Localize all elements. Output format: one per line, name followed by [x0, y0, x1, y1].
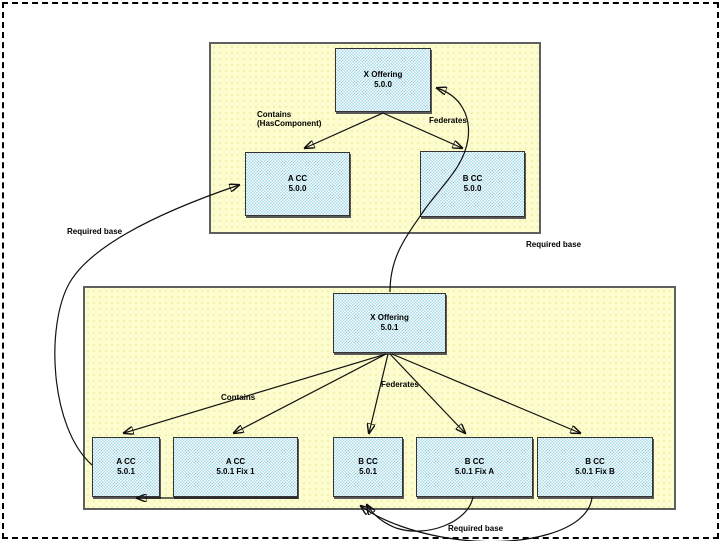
- node-version: 5.0.1 Fix A: [454, 467, 495, 476]
- node-version: 5.0.0: [374, 80, 392, 89]
- label-required-base-right: Required base: [526, 240, 582, 249]
- label-contains-bottom: Contains: [221, 393, 256, 402]
- node-a-cc-5-0-1: A CC 5.0.1: [92, 437, 160, 497]
- node-title: B CC: [585, 457, 605, 466]
- node-version: 5.0.1: [380, 323, 399, 332]
- node-version: 5.0.0: [288, 184, 307, 193]
- node-title: B CC: [358, 457, 378, 466]
- node-title: A CC: [287, 174, 308, 183]
- label-contains-hascomponent: Contains (HasComponent): [257, 110, 321, 128]
- label-line: Contains: [257, 110, 292, 119]
- node-version: 5.0.1 Fix 1: [216, 467, 255, 476]
- node-b-cc-5-0-1: B CC 5.0.1: [333, 437, 403, 497]
- label-required-base-left: Required base: [67, 227, 123, 236]
- node-title: A CC: [116, 457, 136, 466]
- node-a-cc-5-0-0: A CC 5.0.0: [245, 152, 350, 216]
- node-a-cc-5-0-1-fix-1: A CC 5.0.1 Fix 1: [173, 437, 298, 497]
- node-title: X Offering: [370, 313, 409, 322]
- node-b-cc-5-0-1-fix-b: B CC 5.0.1 Fix B: [537, 437, 653, 497]
- label-federates-bottom: Federates: [381, 380, 419, 389]
- node-title: A CC: [225, 457, 246, 466]
- node-title: B CC: [464, 457, 485, 466]
- node-version: 5.0.1: [359, 467, 377, 476]
- node-x-offering-5-0-0: X Offering 5.0.0: [335, 48, 431, 112]
- node-version: 5.0.0: [463, 184, 482, 193]
- label-required-base-bottom: Required base: [448, 524, 504, 533]
- node-version: 5.0.1: [117, 467, 135, 476]
- label-federates-top: Federates: [429, 116, 467, 125]
- node-x-offering-5-0-1: X Offering 5.0.1: [333, 293, 446, 353]
- node-title: X Offering: [363, 70, 403, 79]
- label-line: (HasComponent): [257, 119, 322, 128]
- node-b-cc-5-0-0: B CC 5.0.0: [420, 151, 525, 217]
- node-title: B CC: [462, 174, 483, 183]
- node-version: 5.0.1 Fix B: [575, 467, 615, 476]
- node-b-cc-5-0-1-fix-a: B CC 5.0.1 Fix A: [416, 437, 533, 497]
